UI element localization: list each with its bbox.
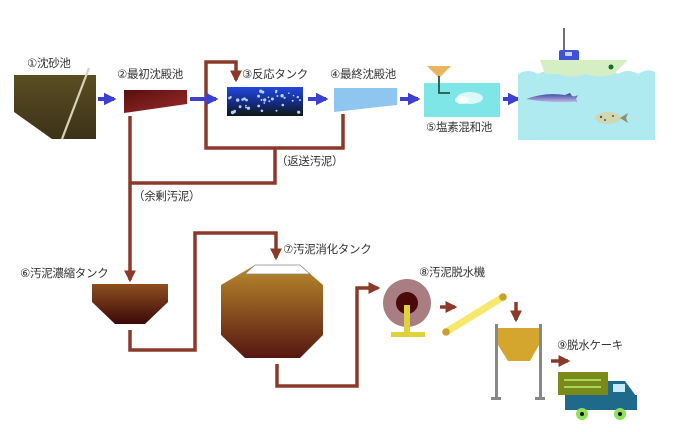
boat-icon [540,28,628,77]
bubble [236,98,240,102]
cake-hopper [491,324,545,400]
bubble [270,97,274,101]
bubble [263,102,266,104]
truck-icon [558,372,637,420]
digester-to-dewater-pipe [275,282,381,388]
bubble [276,95,279,97]
bubble [268,100,271,103]
bubble [288,92,290,94]
label-primary-sedimentation: ②最初沈殿池 [117,67,184,81]
label-grit-chamber: ①沈砂池 [27,56,71,70]
bubble [243,97,246,101]
sludge-thickener-tank [92,284,168,324]
bubble [238,105,242,109]
dewatering-machine [383,279,431,337]
bubble [280,94,284,98]
bubble [296,95,299,99]
label-return-sludge: （返送汚泥） [276,154,344,168]
fish-flatfish-icon [595,112,628,124]
bubble [260,109,264,113]
bubble [283,96,286,99]
bubble [275,109,278,112]
bubble [228,96,231,100]
sea-discharge [518,28,655,140]
label-sludge-digester: ⑦汚泥消化タンク [283,242,372,256]
chlorine-funnel-icon [427,66,451,78]
bubble [292,94,295,97]
thickener-to-digester-pipe [128,231,282,352]
label-sludge-thickener: ⑥汚泥濃縮タンク [20,266,109,280]
label-reaction-tank: ③反応タンク [242,67,309,81]
bubble [297,110,301,114]
reaction-tank [227,87,303,116]
grit-chamber [14,67,96,140]
bubble [257,104,261,108]
bubble [281,103,285,107]
bubble [233,111,236,114]
bubble [275,91,277,94]
sludge-digester-tank [221,264,323,358]
bubble [245,104,247,107]
primary-sedimentation-tank [124,90,187,113]
bubble [245,106,247,109]
bubble [299,99,301,102]
fish-saury-icon [526,93,578,103]
bubble [230,110,235,115]
final-sedimentation-tank [334,88,397,112]
chlorine-contact-tank [424,66,500,117]
bubble [245,98,248,102]
label-final-sedimentation: ④最終沈殿池 [330,67,397,81]
label-dewatered-cake: ⑨脱水ケーキ [557,338,624,352]
belt-conveyor [442,293,507,336]
label-chlorine-contact: ⑤塩素混和池 [426,120,493,134]
return-to-excess-pipe [130,148,277,185]
aeration-bubbles [228,89,301,115]
bubble [267,96,270,99]
bubble [263,98,267,102]
bubble [291,99,294,102]
bubble [260,99,263,101]
bubble [246,106,251,110]
sludge-pipes [124,60,571,388]
label-dewatering-machine: ⑧汚泥脱水機 [419,265,486,279]
bubble [261,90,265,94]
bubble [257,94,261,98]
label-excess-sludge: （余剰汚泥） [133,189,201,203]
